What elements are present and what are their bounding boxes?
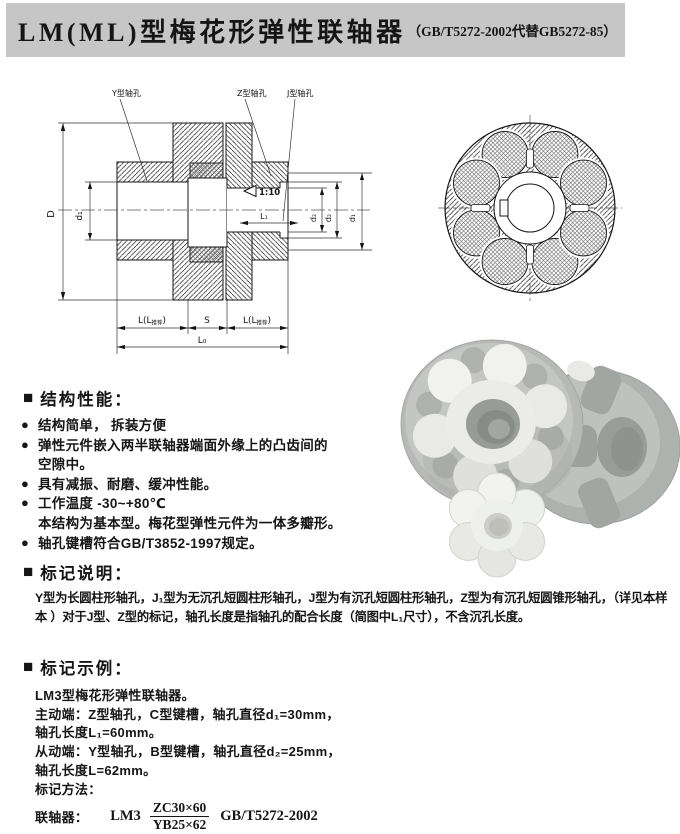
section-structure-header: ■ 结构性能： [23,386,342,410]
bullet-icon: ● [21,475,30,491]
page-title: LM(ML)型梅花形弹性联轴器 [18,17,406,47]
dim-L0: L₀ [198,336,207,346]
formula-fraction: ZC30×60 YB25×62 [149,801,210,833]
structure-item: ● 轴孔键槽符合GB/T3852-1997规定。 [21,534,342,554]
designation-formula: 联轴器： LM3 ZC30×60 YB25×62 GB/T5272-2002 [23,801,341,833]
section-marking-header: ■ 标记说明： [23,560,667,584]
dim-dz: d₂ [324,214,333,222]
square-marker: ■ [23,562,34,581]
structure-item: ● 结构简单， 拆装方便 [21,416,342,436]
structure-list: ●结构简单， 拆装方便 ●弹性元件嵌入两半联轴器端面外缘上的凸齿间的 空隙中。 … [21,416,342,554]
section-marking-heading: 标记说明： [40,565,133,583]
dim-L-left: L(L推荐) [138,316,166,327]
section-structure-heading: 结构性能： [40,391,133,409]
title-banner: LM(ML)型梅花形弹性联轴器 （GB/T5272-2002代替GB5272-8… [6,3,625,57]
dim-d1-right: d₁ [348,214,357,222]
tooth-slots [470,148,590,265]
example-line: 主动端：Z型轴孔，C型键槽，轴孔直径d₁=30mm， [35,706,340,722]
structure-item-text: 工作温度 -30~+80℃ [38,496,167,512]
dim-S: S [204,316,210,326]
label-j-hole: J型轴孔 [286,88,313,98]
bullet-icon: ● [21,534,30,550]
dim-L1: L₁ [260,212,268,221]
dim-L-right: L(L推荐) [243,316,271,327]
section-marking: ■ 标记说明： Y型为长圆柱形轴孔，J₁型为无沉孔短圆柱形轴孔，J型为有沉孔短圆… [23,560,667,626]
marking-line: Y型为长圆柱形轴孔，J₁型为无沉孔短圆柱形轴孔，J型为有沉孔短圆柱形轴孔，Z型为… [35,591,668,605]
square-marker: ■ [23,388,34,407]
label-y-hole: Y型轴孔 [111,88,141,98]
example-line: 标记方法： [35,781,102,797]
photo-elastomer-star [448,472,546,578]
structure-item-text: 弹性元件嵌入两半联轴器端面外缘上的凸齿间的 [38,437,328,453]
example-line: LM3型梅花形弹性联轴器。 [35,688,195,703]
bullet-icon: ● [21,495,30,511]
dim-d1-left: d₁ [75,211,85,221]
structure-item-text: 具有减振、耐磨、缓冲性能。 [38,476,218,492]
structure-item: ● 弹性元件嵌入两半联轴器端面外缘上的凸齿间的 [21,436,342,456]
taper-label: 1:10 [259,188,280,198]
dim-D: D [46,210,57,218]
bullet-icon: ● [21,417,30,432]
formula-standard: GB/T5272-2002 [220,808,318,825]
cross-section-drawing: D d₁ d₂ d₂ d₁ L₁ 1:10 Y型轴孔 Z型轴孔 J型轴孔 [46,88,372,354]
front-view-drawing [438,115,622,301]
formula-denominator: YB25×62 [152,817,207,833]
section-example: ■ 标记示例： LM3型梅花形弹性联轴器。 主动端：Z型轴孔，C型键槽，轴孔直径… [23,655,341,833]
structure-item-continuation: 本结构为基本型。梅花型弹性元件为一体多瓣形。 [23,514,342,534]
structure-item-text: 轴孔键槽符合GB/T3852-1997规定。 [38,535,263,551]
square-marker: ■ [23,657,34,676]
structure-item: ● 工作温度 -30~+80℃ [21,494,342,514]
section-example-header: ■ 标记示例： [23,655,341,679]
structure-item-text: 结构简单， 拆装方便 [38,418,167,433]
example-line: 从动端：Y型轴孔，B型键槽，轴孔直径d₂=25mm， [35,744,341,760]
structure-item: ● 具有减振、耐磨、缓冲性能。 [21,475,342,495]
formula-label: 联轴器： [35,810,89,826]
structure-item-continuation: 空隙中。 [23,455,342,475]
section-example-heading: 标记示例： [40,660,133,678]
formula-model: LM3 [110,808,141,825]
structure-item-text: 空隙中。 [38,457,94,473]
elastomer-lobes [451,129,609,287]
marking-line: 本 ）对于J型、Z型的标记，轴孔长度是指轴孔的配合长度（简图中L₁尺寸），不含沉… [35,609,530,624]
example-line: 轴孔长度L₁=60mm。 [35,725,163,741]
example-line: 轴孔长度L=62mm。 [35,762,157,778]
section-structure: ■ 结构性能： ● 结构简单， 拆装方便 ● 弹性元件嵌入两半联轴器端面外缘上的凸齿… [21,386,342,554]
dim-d2: d₂ [309,214,318,222]
structure-item-text: 本结构为基本型。梅花型弹性元件为一体多瓣形。 [38,515,342,531]
product-photo [400,339,680,578]
bullet-icon: ● [21,436,30,452]
page-title-standard: （GB/T5272-2002代替GB5272-85） [407,24,617,39]
label-z-hole: Z型轴孔 [237,88,266,98]
formula-numerator: ZC30×60 [149,801,210,818]
